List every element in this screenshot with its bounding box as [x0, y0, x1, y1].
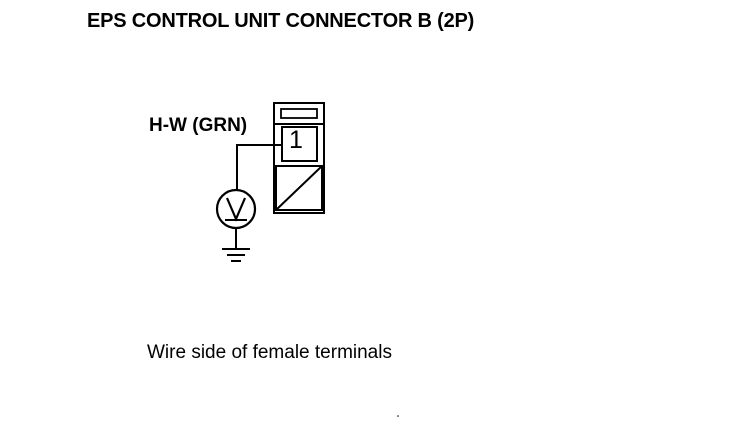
- caption: Wire side of female terminals: [147, 342, 392, 363]
- connector-icon: [273, 102, 325, 214]
- diagram-title: EPS CONTROL UNIT CONNECTOR B (2P): [87, 10, 475, 32]
- wire-label: H-W (GRN): [149, 115, 248, 136]
- voltmeter-icon: [215, 188, 257, 230]
- ground-icon: [222, 248, 250, 262]
- terminal-number: 1: [289, 126, 303, 154]
- stray-dot: [397, 415, 399, 417]
- probe-wire: [236, 144, 282, 190]
